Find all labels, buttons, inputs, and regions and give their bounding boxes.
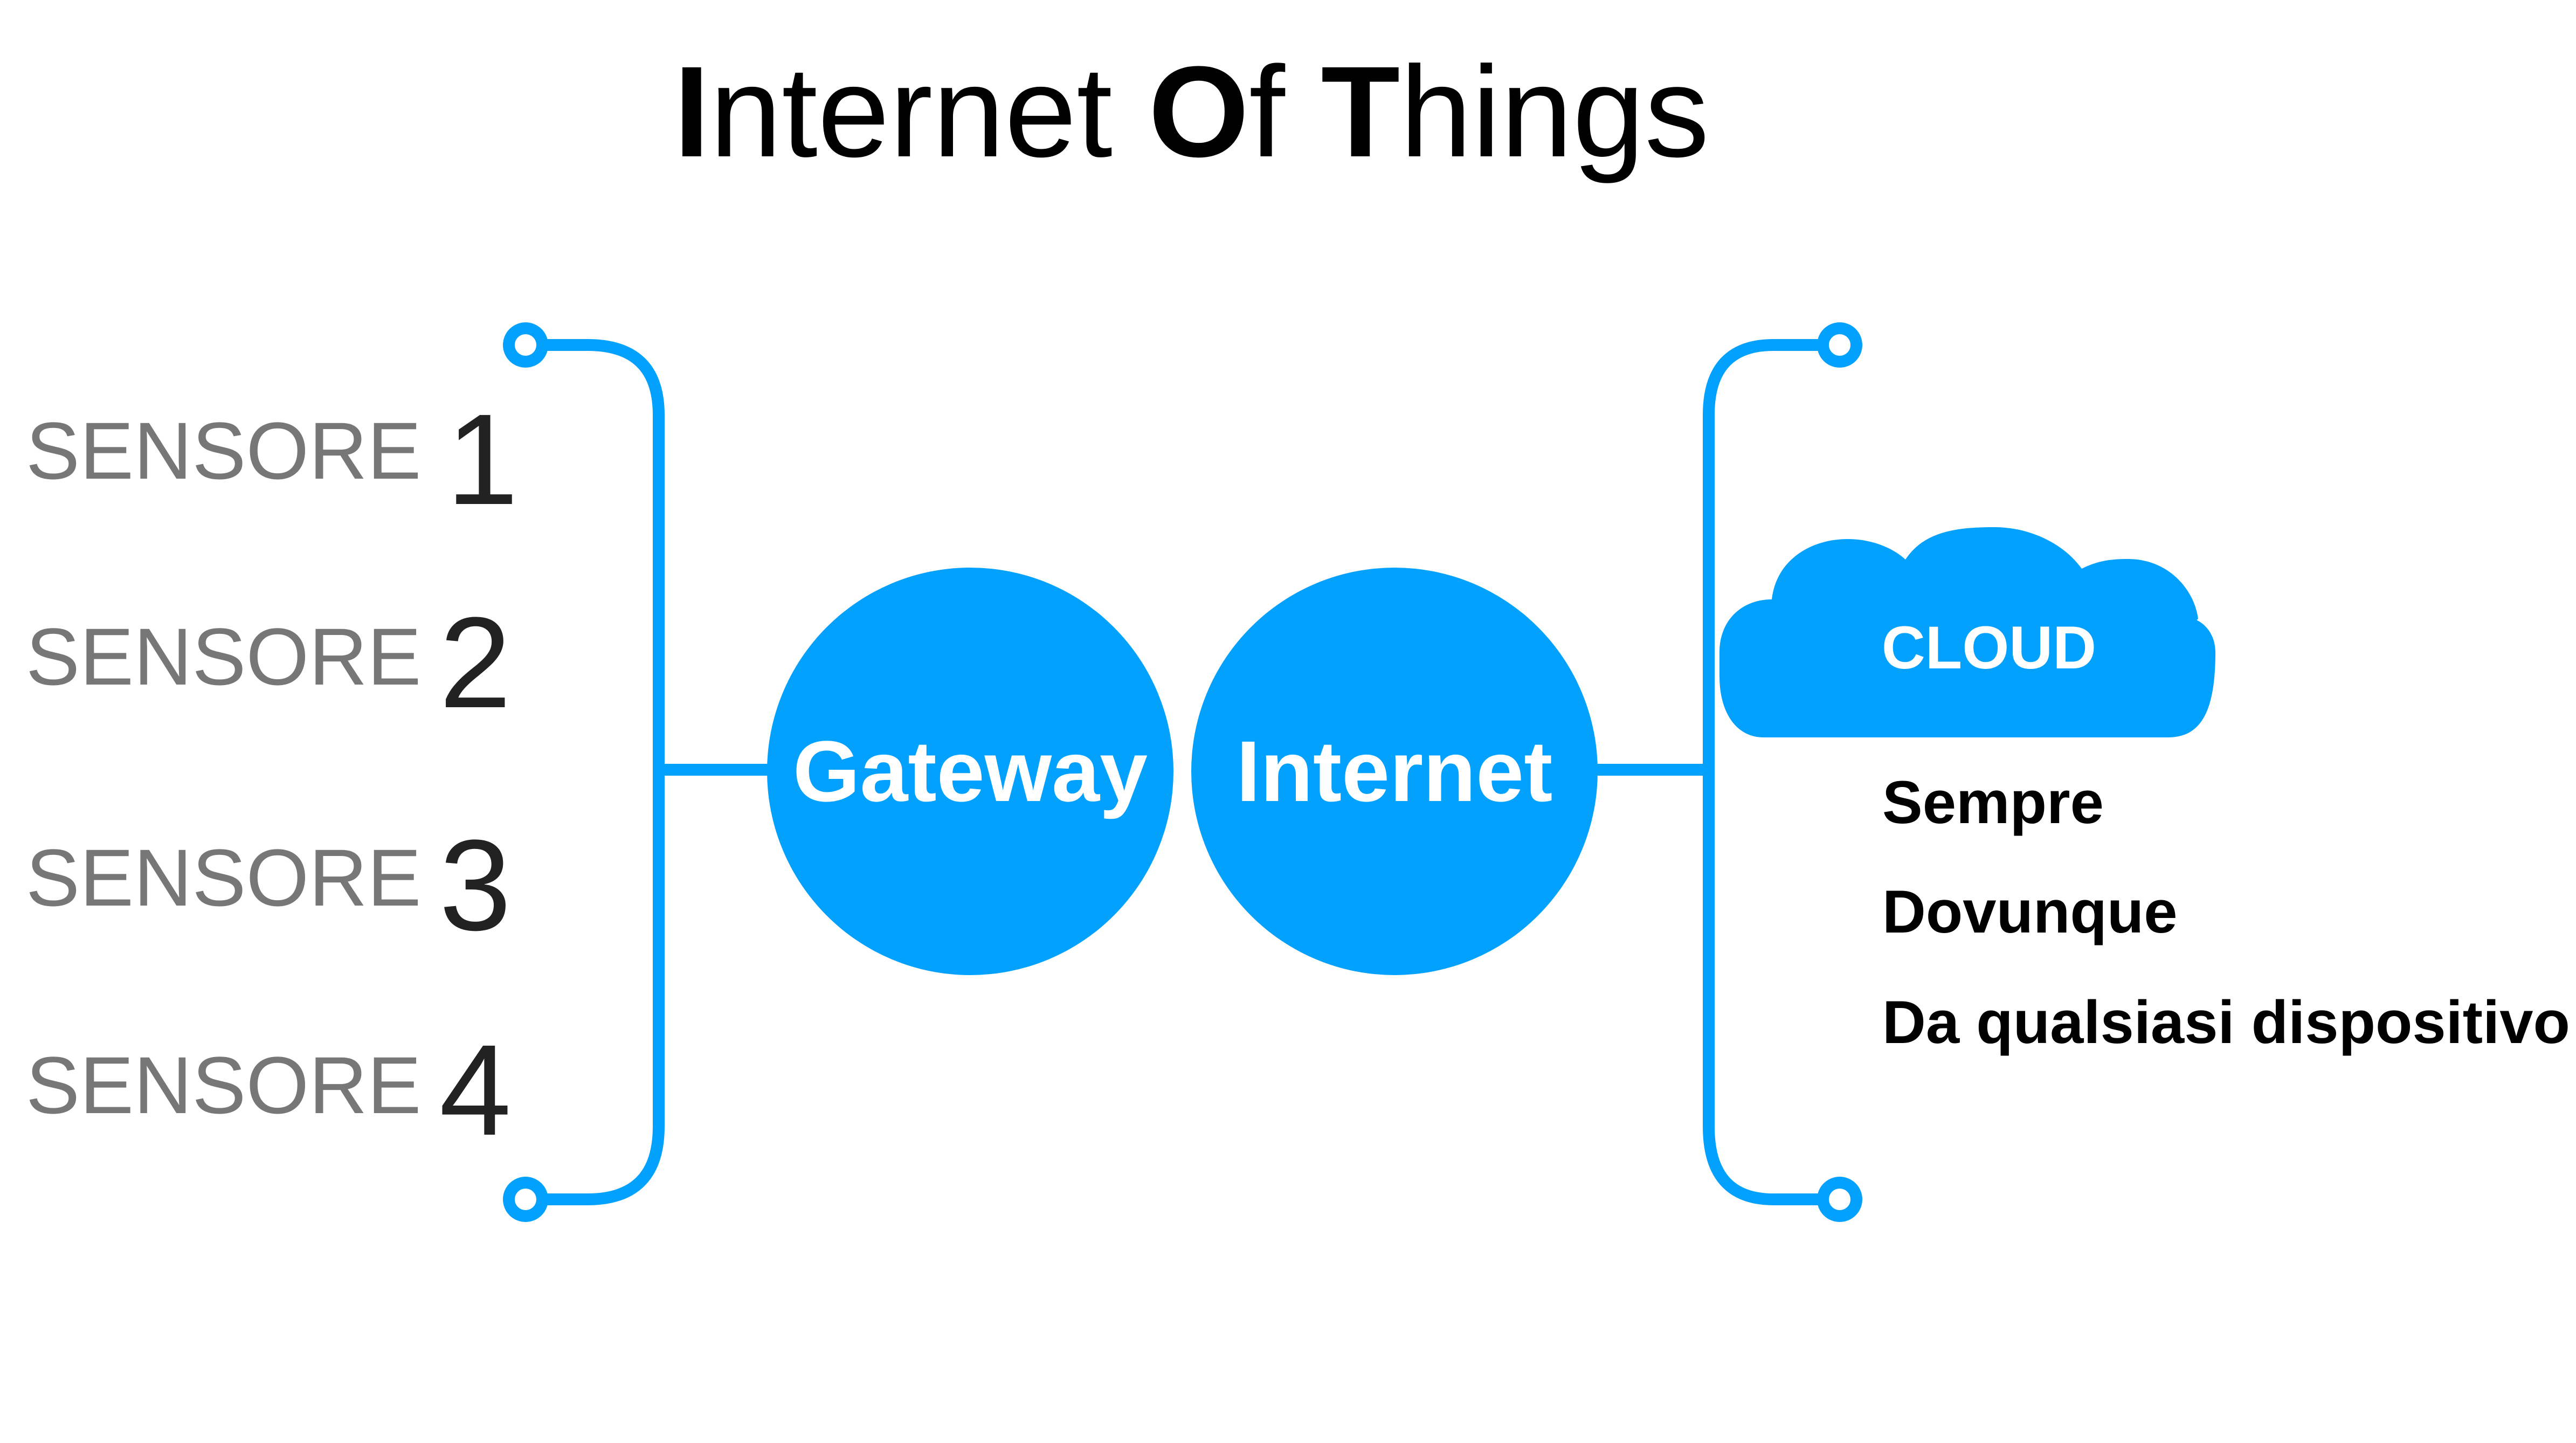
sensor-label: SENSORE (26, 1040, 422, 1130)
feature-item: Dovunque (1882, 878, 2178, 945)
cloud-icon: CLOUD (1719, 527, 2215, 737)
sensor-label: SENSORE (26, 405, 422, 496)
internet-label: Internet (1237, 723, 1553, 819)
sensor-number: 2 (439, 590, 511, 735)
left-top-terminal-icon (503, 322, 548, 368)
sensor-4: SENSORE 4 (26, 1018, 511, 1162)
internet-circle (1191, 568, 1598, 975)
page-title: Internet Of Things (674, 39, 1709, 184)
sensor-number: 1 (446, 387, 518, 531)
sensor-number: 4 (439, 1018, 511, 1162)
sensor-label: SENSORE (26, 832, 422, 923)
feature-list: Sempre Dovunque Da qualsiasi dispositivo (1882, 769, 2570, 1056)
sensor-1: SENSORE 1 (26, 387, 518, 531)
left-bracket (542, 339, 665, 1205)
right-bottom-terminal-icon (1817, 1177, 1862, 1222)
sensor-label: SENSORE (26, 611, 422, 702)
feature-item: Da qualsiasi dispositivo (1882, 989, 2570, 1056)
sensor-number: 3 (439, 813, 511, 957)
right-top-terminal-icon (1817, 322, 1862, 368)
sensor-2: SENSORE 2 (26, 590, 511, 735)
left-bottom-terminal-icon (503, 1177, 548, 1222)
gateway-node: Gateway (767, 568, 1173, 975)
sensor-list: SENSORE 1 SENSORE 2 SENSORE 3 SENSORE 4 (26, 387, 518, 1162)
right-bracket (1703, 339, 1824, 1205)
gateway-label: Gateway (793, 723, 1148, 819)
internet-node: Internet (1191, 568, 1598, 975)
cloud-label: CLOUD (1882, 614, 2096, 681)
sensor-3: SENSORE 3 (26, 813, 511, 957)
cloud-shape (1719, 527, 2215, 737)
feature-item: Sempre (1882, 769, 2104, 836)
gateway-circle (767, 568, 1173, 975)
